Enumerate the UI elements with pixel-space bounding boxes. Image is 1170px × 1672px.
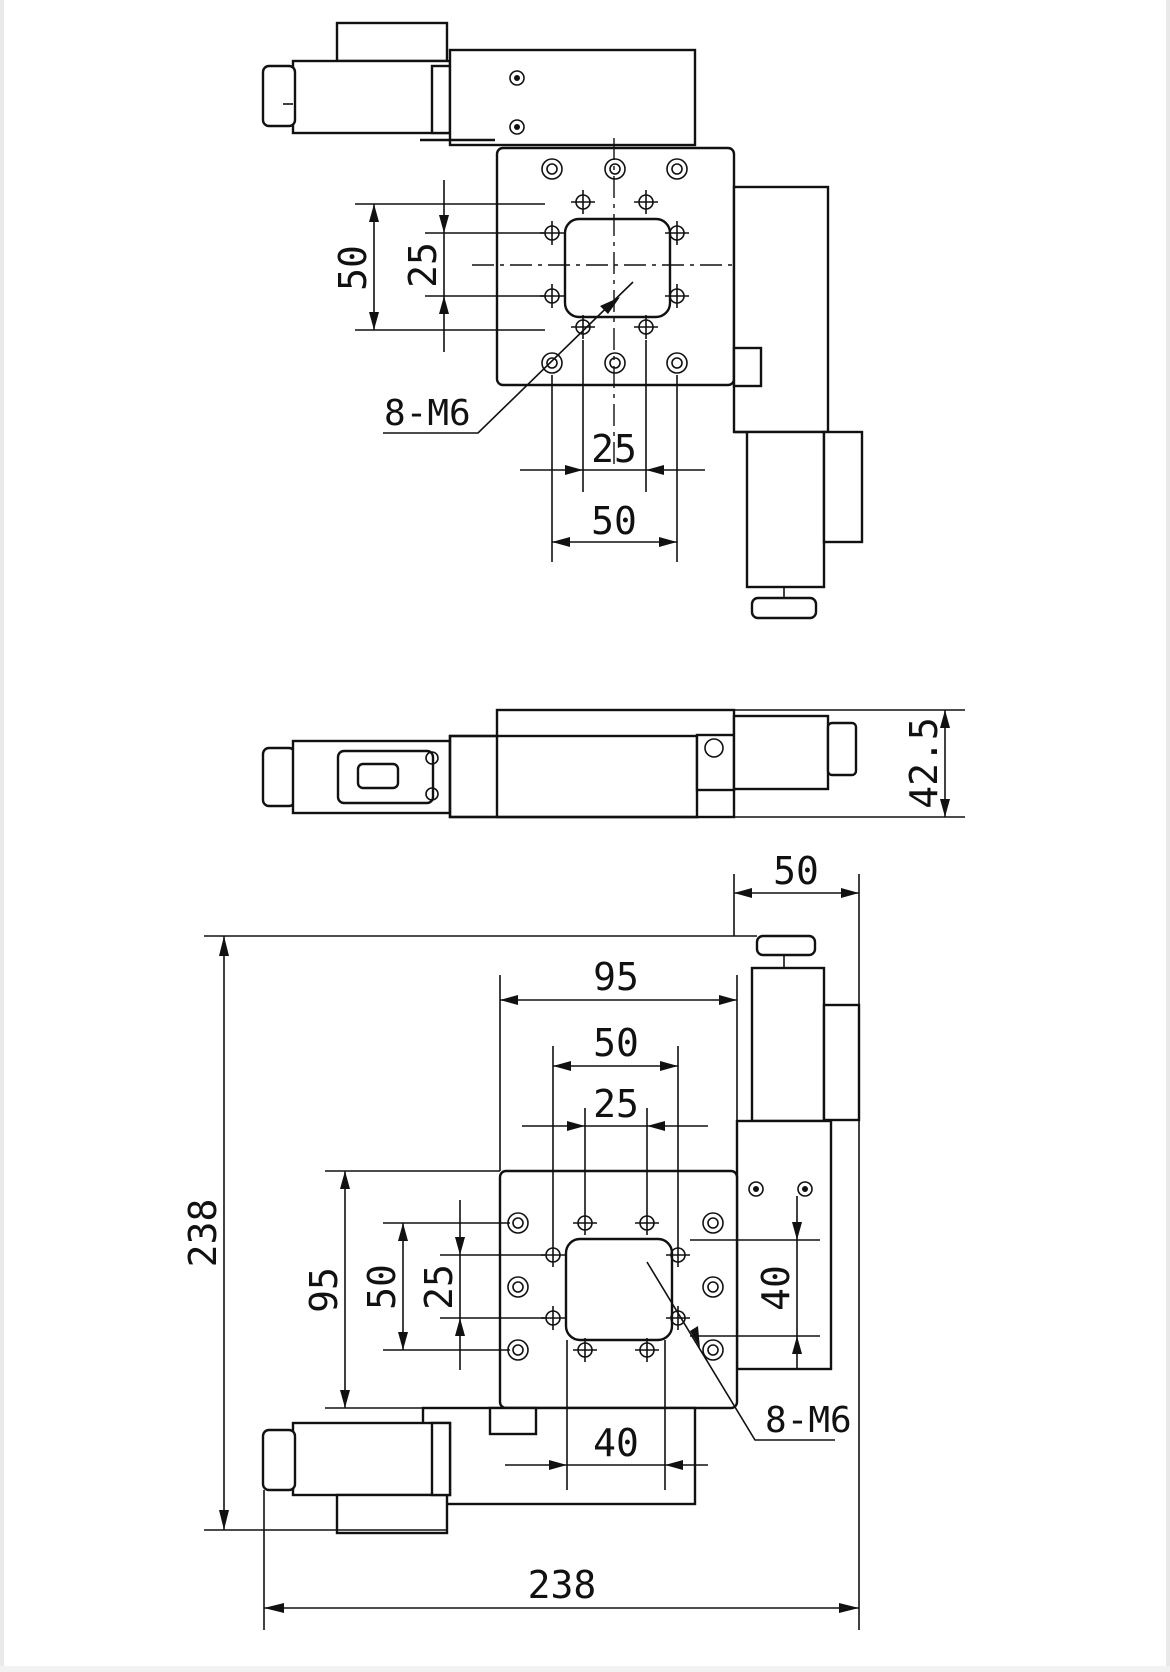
top-counterbore-holes bbox=[541, 158, 688, 374]
side-right-motor bbox=[732, 714, 830, 791]
side-dim-height: 42.5 bbox=[902, 717, 946, 809]
bottom-motor-coupler bbox=[430, 1421, 452, 1497]
side-knob bbox=[261, 746, 297, 808]
top-thread-label: 8-M6 bbox=[384, 393, 471, 434]
bottom-top-motor-body bbox=[750, 966, 826, 1123]
bottom-motor-body bbox=[291, 1421, 452, 1497]
bottom-thread-label: 8-M6 bbox=[765, 1400, 852, 1441]
bottom-dim-hole-span-25: 25 bbox=[593, 1082, 639, 1126]
right-page-edge bbox=[1166, 0, 1170, 1672]
bottom-dim-overall-height: 238 bbox=[181, 1199, 225, 1268]
bottom-dim-right-40: 40 bbox=[754, 1265, 798, 1311]
top-lower-motor-knob bbox=[750, 596, 818, 620]
top-dim-v-inner: 25 bbox=[401, 242, 445, 288]
bottom-tab bbox=[488, 1406, 538, 1436]
bottom-top-motor-cap bbox=[822, 1003, 861, 1122]
top-view: 50 25 8-M6 25 50 bbox=[261, 21, 864, 620]
bottom-m6-holes bbox=[541, 1211, 690, 1362]
top-motor-body bbox=[291, 59, 452, 135]
bottom-center-aperture bbox=[564, 1237, 674, 1342]
side-table-block bbox=[495, 708, 736, 819]
bottom-carriage-block bbox=[421, 1406, 697, 1506]
bottom-right-housing bbox=[735, 1119, 833, 1371]
bottom-dim-overall-width: 238 bbox=[528, 1563, 597, 1607]
bottom-page-band bbox=[0, 1666, 1170, 1672]
top-dim-v-outer: 50 bbox=[331, 245, 375, 291]
bottom-motor-cap bbox=[335, 1493, 449, 1535]
bottom-dim-40: 40 bbox=[593, 1421, 639, 1465]
bottom-dim-table-width: 95 bbox=[593, 955, 639, 999]
top-motor-coupler bbox=[430, 64, 452, 135]
top-right-housing bbox=[732, 185, 830, 434]
side-bearing bbox=[695, 733, 736, 792]
left-page-edge bbox=[0, 0, 4, 1672]
top-carriage-block bbox=[448, 48, 697, 147]
bottom-counterbore-holes bbox=[507, 1212, 724, 1361]
bottom-dim-table-height: 95 bbox=[302, 1267, 346, 1313]
bottom-dim-hole-span-50: 50 bbox=[593, 1021, 639, 1065]
bottom-dim-v-25: 25 bbox=[417, 1264, 461, 1310]
side-right-knob bbox=[826, 721, 858, 777]
bottom-top-knob bbox=[755, 934, 817, 957]
top-motor-cap bbox=[335, 21, 449, 63]
top-right-tab bbox=[732, 346, 763, 388]
top-lower-motor-cap bbox=[822, 430, 864, 544]
top-center-aperture bbox=[563, 217, 672, 319]
top-dim-h-inner: 25 bbox=[591, 427, 637, 471]
side-connector-port bbox=[356, 762, 400, 790]
side-view: 42.5 bbox=[261, 708, 965, 819]
top-dim-h-outer: 50 bbox=[591, 499, 637, 543]
top-lower-motor-body bbox=[745, 430, 826, 589]
bottom-dim-v-50: 50 bbox=[360, 1264, 404, 1310]
top-m6-holes bbox=[540, 190, 689, 339]
bottom-motor-knob bbox=[261, 1428, 297, 1492]
bottom-view: 50 238 95 50 25 95 50 25 40 8-M6 40 238 bbox=[181, 849, 861, 1630]
top-motor-knob bbox=[261, 64, 297, 128]
bottom-dim-motor-width: 50 bbox=[773, 849, 819, 893]
